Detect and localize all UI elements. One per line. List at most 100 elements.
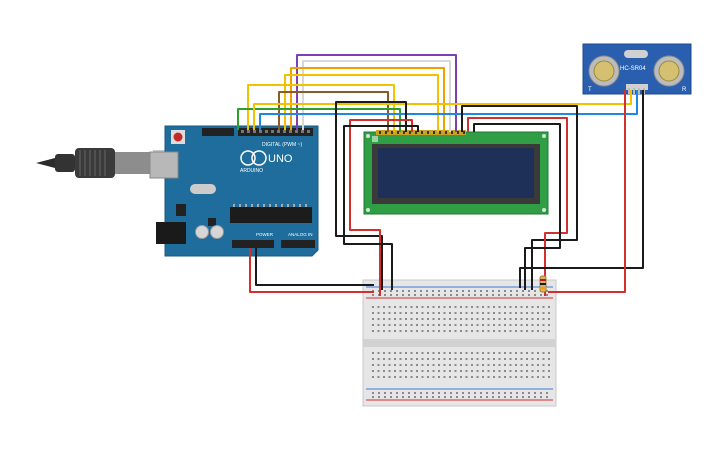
breadboard-hole bbox=[492, 294, 494, 296]
breadboard-hole bbox=[421, 312, 424, 314]
breadboard-hole bbox=[471, 312, 473, 314]
breadboard-hole bbox=[504, 352, 506, 354]
breadboard-hole bbox=[394, 352, 396, 354]
breadboard[interactable] bbox=[362, 279, 557, 407]
breadboard-hole bbox=[426, 290, 428, 292]
breadboard-hole bbox=[438, 370, 440, 372]
breadboard-hole bbox=[515, 318, 517, 320]
breadboard-hole bbox=[405, 358, 407, 360]
breadboard-hole bbox=[509, 376, 512, 378]
breadboard-hole bbox=[474, 290, 476, 292]
breadboard-hole bbox=[414, 294, 416, 296]
breadboard-hole bbox=[416, 306, 418, 308]
arduino-board[interactable]: UNO ARDUINO DIGITAL (PWM ~) POWER ANALOG… bbox=[149, 125, 319, 257]
breadboard-hole bbox=[462, 396, 464, 398]
breadboard-hole bbox=[542, 376, 545, 378]
breadboard-hole bbox=[465, 306, 468, 308]
breadboard-hole bbox=[465, 318, 468, 320]
breadboard-hole bbox=[482, 330, 484, 332]
breadboard-hole bbox=[396, 294, 398, 296]
breadboard-hole bbox=[482, 318, 484, 320]
breadboard-hole bbox=[482, 364, 484, 366]
breadboard-hole bbox=[456, 396, 458, 398]
ultrasonic-sensor[interactable]: HC-SR04 T R bbox=[582, 43, 692, 95]
breadboard-hole bbox=[504, 312, 506, 314]
reset-button-icon[interactable] bbox=[171, 130, 185, 144]
breadboard-hole bbox=[468, 392, 470, 394]
breadboard-hole bbox=[471, 364, 473, 366]
breadboard-hole bbox=[390, 294, 392, 296]
breadboard-hole bbox=[548, 352, 550, 354]
breadboard-hole bbox=[399, 376, 402, 378]
breadboard-hole bbox=[465, 376, 468, 378]
breadboard-hole bbox=[396, 396, 398, 398]
lcd-screen bbox=[378, 148, 534, 198]
breadboard-hole bbox=[476, 318, 479, 320]
resistor[interactable] bbox=[539, 275, 547, 293]
breadboard-hole bbox=[542, 352, 545, 354]
breadboard-hole bbox=[414, 392, 416, 394]
breadboard-hole bbox=[438, 324, 440, 326]
breadboard-hole bbox=[520, 352, 523, 354]
breadboard-hole bbox=[522, 290, 524, 292]
breadboard-hole bbox=[396, 392, 398, 394]
breadboard-hole bbox=[377, 364, 380, 366]
breadboard-hole bbox=[416, 376, 418, 378]
breadboard-hole bbox=[465, 352, 468, 354]
breadboard-hole bbox=[548, 312, 550, 314]
breadboard-hole bbox=[468, 290, 470, 292]
breadboard-hole bbox=[443, 364, 446, 366]
breadboard-hole bbox=[493, 330, 495, 332]
breadboard-hole bbox=[450, 290, 452, 292]
breadboard-hole bbox=[454, 324, 457, 326]
breadboard-hole bbox=[510, 294, 512, 296]
breadboard-hole bbox=[399, 352, 402, 354]
breadboard-hole bbox=[492, 396, 494, 398]
breadboard-hole bbox=[474, 294, 476, 296]
breadboard-hole bbox=[449, 364, 451, 366]
breadboard-hole bbox=[443, 330, 446, 332]
breadboard-hole bbox=[432, 290, 434, 292]
breadboard-hole bbox=[537, 370, 539, 372]
breadboard-hole bbox=[394, 312, 396, 314]
breadboard-hole bbox=[438, 364, 440, 366]
breadboard-hole bbox=[372, 352, 374, 354]
breadboard-hole bbox=[432, 392, 434, 394]
breadboard-hole bbox=[520, 318, 523, 320]
wire-black-lcd-2 bbox=[343, 125, 419, 290]
breadboard-hole bbox=[526, 306, 528, 308]
breadboard-hole bbox=[520, 370, 523, 372]
breadboard-hole bbox=[432, 330, 435, 332]
analog-header-label: ANALOG IN bbox=[288, 232, 313, 237]
breadboard-hole bbox=[498, 324, 501, 326]
breadboard-hole bbox=[402, 396, 404, 398]
breadboard-hole bbox=[378, 392, 380, 394]
breadboard-hole bbox=[493, 352, 495, 354]
breadboard-hole bbox=[377, 352, 380, 354]
breadboard-hole bbox=[384, 290, 386, 292]
breadboard-hole bbox=[522, 396, 524, 398]
breadboard-hole bbox=[402, 290, 404, 292]
breadboard-hole bbox=[377, 312, 380, 314]
analog-header bbox=[281, 240, 315, 248]
breadboard-hole bbox=[471, 358, 473, 360]
breadboard-hole bbox=[531, 364, 534, 366]
breadboard-hole bbox=[438, 290, 440, 292]
breadboard-hole bbox=[427, 330, 429, 332]
breadboard-hole bbox=[432, 376, 435, 378]
breadboard-hole bbox=[542, 306, 545, 308]
breadboard-hole bbox=[465, 312, 468, 314]
breadboard-hole bbox=[388, 358, 391, 360]
breadboard-hole bbox=[504, 330, 506, 332]
breadboard-hole bbox=[515, 312, 517, 314]
breadboard-hole bbox=[450, 392, 452, 394]
breadboard-hole bbox=[427, 324, 429, 326]
breadboard-hole bbox=[546, 392, 548, 394]
breadboard-hole bbox=[410, 306, 413, 308]
breadboard-hole bbox=[504, 364, 506, 366]
breadboard-hole bbox=[534, 290, 536, 292]
breadboard-hole bbox=[487, 370, 490, 372]
breadboard-hole bbox=[515, 352, 517, 354]
lcd-module[interactable] bbox=[363, 130, 549, 215]
